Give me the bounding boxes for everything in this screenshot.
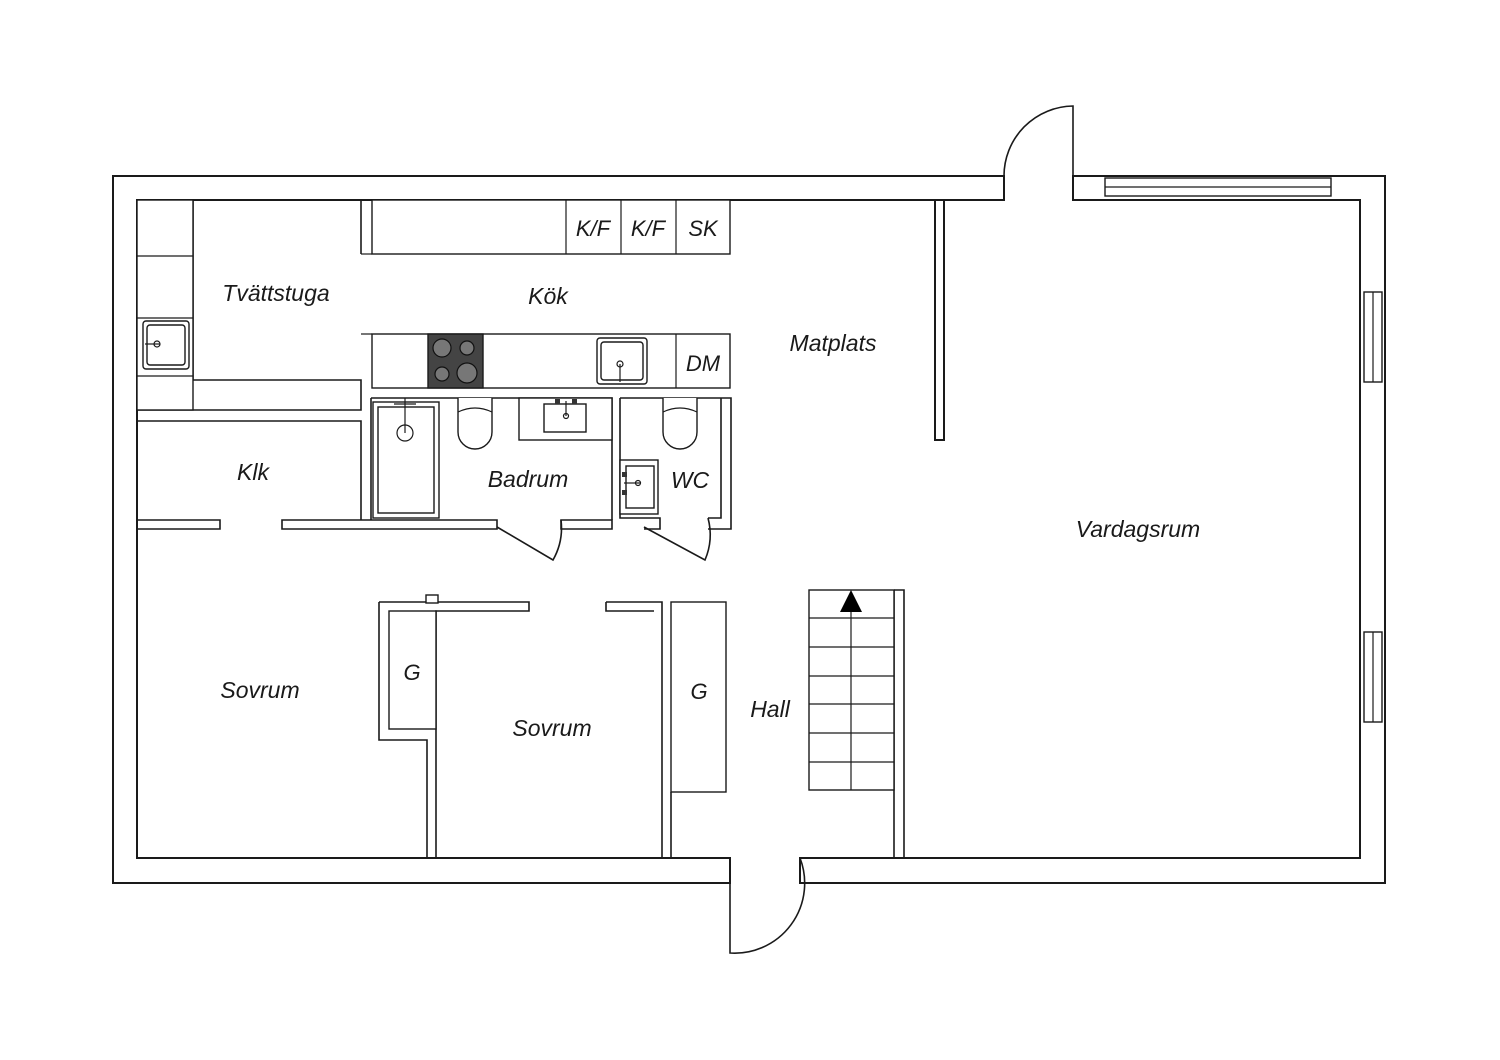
label-bedroom-2: Sovrum <box>512 715 591 741</box>
wardrobe-hall <box>670 601 727 793</box>
label-wardrobe-1: G <box>403 660 420 685</box>
label-fridge-freezer-2: K/F <box>631 216 667 241</box>
sink-icon <box>142 320 190 370</box>
label-wc: WC <box>671 467 710 493</box>
label-cabinet: SK <box>688 216 719 241</box>
sink-icon <box>596 337 648 385</box>
door-wc <box>643 517 711 562</box>
toilet-icon <box>662 398 698 450</box>
stairs-arrow-icon <box>840 590 862 612</box>
label-closet: Klk <box>237 459 270 485</box>
door-bathroom <box>496 519 563 562</box>
label-bathroom: Badrum <box>488 466 569 492</box>
interior-walls <box>137 199 945 858</box>
counter-laundry <box>136 199 194 411</box>
label-fridge-freezer-1: K/F <box>576 216 612 241</box>
stove-icon <box>427 333 484 389</box>
label-wardrobe-2: G <box>690 679 707 704</box>
stairs <box>808 589 895 791</box>
label-laundry: Tvättstuga <box>222 280 329 306</box>
label-living: Vardagsrum <box>1076 516 1200 542</box>
label-dining: Matplats <box>790 330 877 356</box>
counter-top <box>371 199 731 255</box>
sink-icon <box>619 459 659 515</box>
windows <box>1104 177 1383 723</box>
outer-wall-left <box>112 175 1005 884</box>
label-bedroom-1: Sovrum <box>220 677 299 703</box>
door-top <box>1003 105 1074 177</box>
wall-dining-living <box>934 199 945 441</box>
toilet-icon <box>457 398 493 450</box>
bathtub-icon <box>372 398 440 519</box>
label-dishwasher: DM <box>686 351 721 376</box>
door-front <box>729 857 806 954</box>
fixture-labels: K/F K/F SK DM G G <box>403 216 720 704</box>
sink-icon <box>518 397 613 441</box>
label-kitchen: Kök <box>528 283 569 309</box>
label-hall: Hall <box>750 696 791 722</box>
room-labels: Tvättstuga Kök Matplats Vardagsrum Klk B… <box>220 280 1200 741</box>
wardrobe-bedroom <box>388 610 437 730</box>
